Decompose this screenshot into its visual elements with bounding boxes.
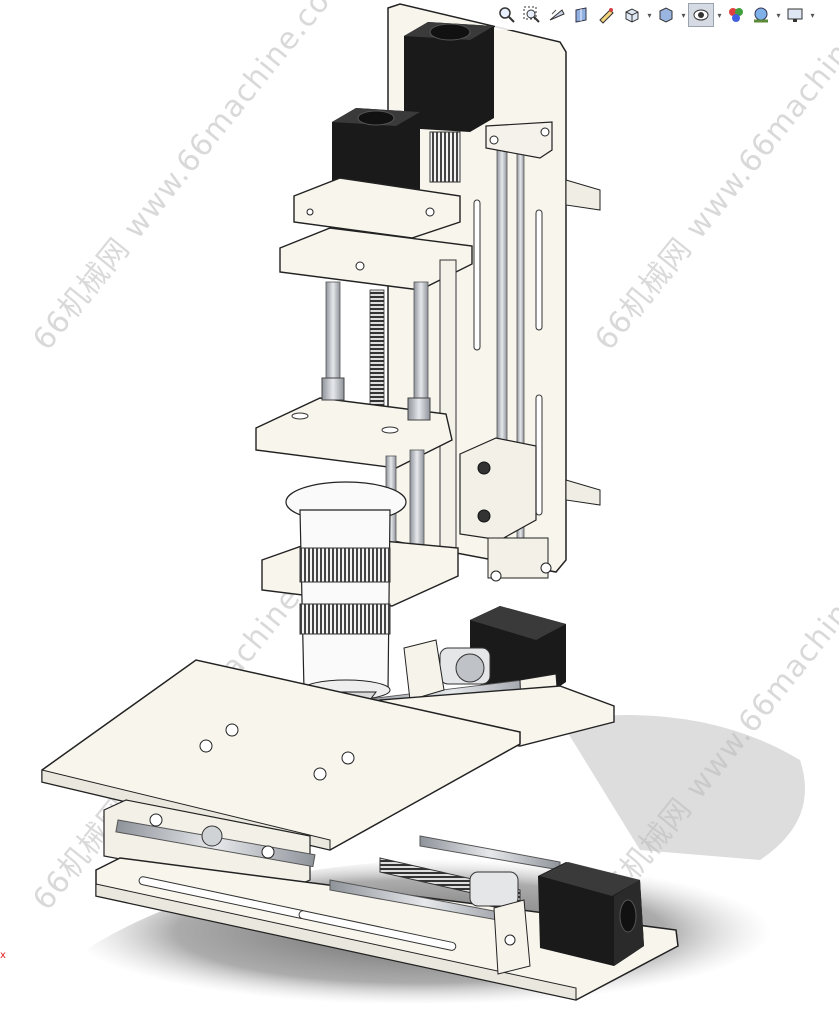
chevron-down-icon[interactable]: ▾: [717, 10, 722, 20]
carriage-rod: [325, 281, 341, 393]
display-style-icon[interactable]: [654, 3, 678, 27]
shaft-coupler: [469, 871, 519, 907]
section-view-icon[interactable]: [570, 3, 594, 27]
slider-block: [459, 437, 552, 582]
previous-view-icon[interactable]: [545, 3, 569, 27]
axis-triad-label: x: [0, 950, 6, 961]
chevron-down-icon[interactable]: ▾: [810, 10, 815, 20]
edit-appearance-icon[interactable]: [724, 3, 748, 27]
chevron-down-icon[interactable]: ▾: [776, 10, 781, 20]
y-stepper-motor: [538, 862, 644, 966]
view-settings-icon[interactable]: [783, 3, 807, 27]
bottom-base-plate: [95, 857, 679, 1001]
heads-up-view-toolbar: ▾ ▾ ▾ ▾ ▾: [495, 0, 839, 30]
y-carriage: [103, 799, 316, 891]
side-frame: [439, 259, 457, 561]
hide-show-items-icon[interactable]: [688, 3, 714, 27]
view-orientation-icon[interactable]: [620, 3, 644, 27]
zoom-to-area-icon[interactable]: [520, 3, 544, 27]
apply-scene-icon[interactable]: [749, 3, 773, 27]
z-top-plate: [279, 177, 473, 291]
z-stepper-motor: [404, 22, 494, 183]
top-bracket: [485, 121, 553, 159]
lead-screw: [369, 289, 385, 411]
z-carriage-plate: [255, 377, 453, 469]
dynamic-annotation-icon[interactable]: [595, 3, 619, 27]
carriage-rod: [413, 281, 429, 407]
chevron-down-icon[interactable]: ▾: [647, 10, 652, 20]
chevron-down-icon[interactable]: ▾: [681, 10, 686, 20]
zoom-to-fit-icon[interactable]: [495, 3, 519, 27]
